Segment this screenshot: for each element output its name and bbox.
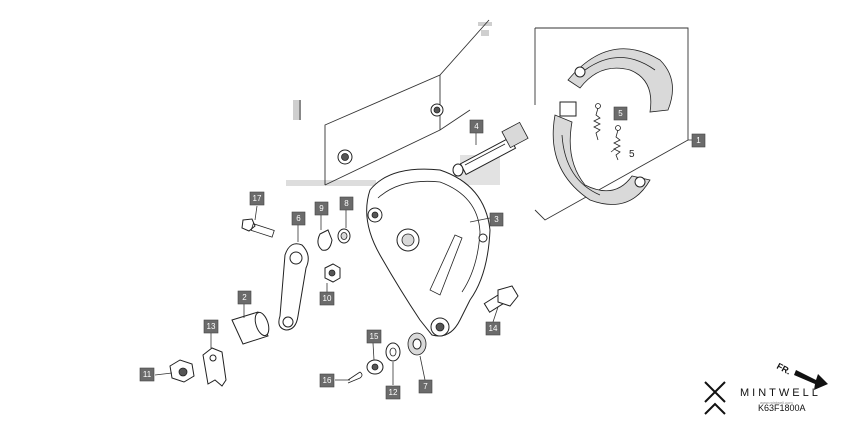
callout-2: 2 <box>237 290 252 305</box>
svg-text:1: 1 <box>696 136 701 145</box>
axle-nut <box>169 359 195 383</box>
brake-arm <box>278 243 309 331</box>
front-arrow-icon <box>794 370 828 390</box>
frame-nut-lower <box>337 149 353 165</box>
callout-8: 8 <box>339 196 354 211</box>
svg-text:6: 6 <box>296 214 301 223</box>
collar <box>231 311 270 345</box>
svg-text:4: 4 <box>474 122 479 131</box>
cotter-pin <box>347 371 363 384</box>
svg-text:9: 9 <box>319 204 324 213</box>
brake-shoe-upper <box>567 48 673 113</box>
callout-14: 14 <box>485 321 501 336</box>
callout-12: 12 <box>385 385 401 400</box>
svg-text:8: 8 <box>344 199 349 208</box>
brand-tagline: www.mintwell.com <box>760 400 793 405</box>
callout-5: 5 <box>613 106 628 121</box>
front-direction-marker: FR. <box>775 361 828 390</box>
callout-13: 13 <box>203 319 219 334</box>
arm-bolt <box>241 218 275 238</box>
svg-text:14: 14 <box>489 324 498 333</box>
callout-1: 1 <box>691 133 706 148</box>
frame-nut-upper <box>430 103 444 117</box>
svg-text:FR.: FR. <box>775 361 792 377</box>
label-washer-7: 7 <box>423 382 428 391</box>
brand-logo: MINTWELL www.mintwell.com <box>704 381 821 415</box>
callout-4: 4 <box>469 119 484 134</box>
brake-panel <box>366 168 491 337</box>
brake-cam <box>452 121 529 177</box>
brake-spring-2 <box>613 125 621 161</box>
svg-text:13: 13 <box>207 322 216 331</box>
brake-shoe-lower <box>552 101 651 205</box>
seal-washer <box>337 228 351 244</box>
svg-text:5: 5 <box>618 109 623 118</box>
callout-7-box <box>418 379 433 394</box>
svg-text:11: 11 <box>143 370 152 379</box>
wear-indicator <box>317 229 333 251</box>
stopper-plate <box>202 347 227 387</box>
callout-10: 10 <box>319 291 335 306</box>
callout-15: 15 <box>366 329 382 344</box>
arm-nut <box>324 263 341 283</box>
brake-shoe-bracket <box>534 27 692 221</box>
svg-text:12: 12 <box>389 388 398 397</box>
callout-16: 16 <box>319 373 335 388</box>
callout-11: 11 <box>139 367 155 382</box>
diagram-code: K63F1800A <box>758 403 806 413</box>
svg-text:3: 3 <box>494 215 499 224</box>
rod-nut <box>366 359 384 375</box>
svg-text:10: 10 <box>323 294 332 303</box>
mintwell-logo-icon <box>704 381 726 415</box>
pivot-washer <box>407 332 427 356</box>
callout-3: 3 <box>489 212 504 227</box>
leader-lines <box>154 112 621 385</box>
svg-text:16: 16 <box>323 376 332 385</box>
brand-name: MINTWELL <box>740 387 821 399</box>
callout-6: 6 <box>291 211 306 226</box>
svg-text:2: 2 <box>242 293 247 302</box>
brake-spring-1 <box>593 103 601 141</box>
callout-17: 17 <box>249 191 265 206</box>
svg-text:15: 15 <box>370 332 379 341</box>
callout-9: 9 <box>314 201 329 216</box>
rod-washer <box>385 342 401 362</box>
label-spring-5: 5 <box>629 149 635 160</box>
svg-text:17: 17 <box>253 194 262 203</box>
swing-arm-frame <box>299 19 490 186</box>
panel-bolt <box>483 285 519 313</box>
